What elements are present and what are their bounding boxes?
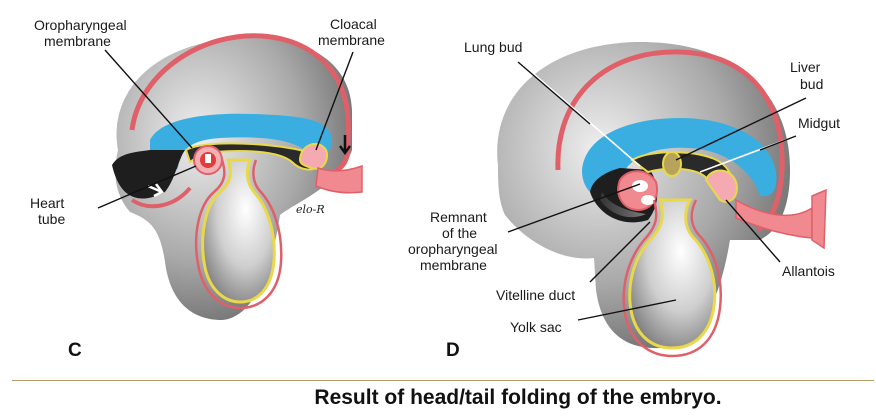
panel-letter-c: C — [68, 340, 82, 361]
label-vitelline-duct: Vitelline duct — [496, 287, 575, 303]
pointer-remnant — [507, 183, 641, 233]
growth-arrow-icon — [338, 135, 352, 156]
panel-c-yolk-sac-wall — [194, 159, 283, 310]
growth-arrow-icon — [147, 183, 164, 198]
panel-d-stalk-tip — [811, 188, 827, 250]
panel-c-amniotic-cavity — [150, 113, 332, 174]
panel-c-yolk-sac — [201, 158, 276, 304]
panel-d-heart — [617, 170, 658, 212]
panel-d-liver-bud — [662, 151, 682, 177]
pointer-cloacal — [315, 51, 354, 151]
label-heart-tube: Heart tube — [30, 195, 68, 227]
panel-c-heart-tube — [193, 145, 223, 175]
panel-d-tail — [704, 169, 738, 203]
panel-c-embryo-dark — [112, 150, 185, 199]
panel-d: Lung bud Liver bud Midgut Remnant of the… — [408, 39, 840, 361]
pointer-yolk-sac — [577, 299, 677, 321]
label-cloacal-membrane: Cloacal membrane — [318, 16, 385, 48]
pointer-allantois — [725, 199, 781, 263]
label-oropharyngeal-membrane: Oropharyngeal membrane — [34, 17, 131, 49]
panel-d-yolk-sac — [628, 198, 717, 350]
pointer-liver-bud — [675, 97, 807, 161]
panel-d-amnion-outline — [555, 49, 785, 232]
label-allantois: Allantois — [782, 263, 835, 279]
pointer-oropharyngeal — [104, 49, 193, 149]
label-liver-bud: Liver bud — [790, 59, 824, 92]
panel-c-amnion-outline — [129, 33, 351, 173]
pointer-lung-bud-black — [517, 61, 591, 125]
label-remnant-oropharyngeal: Remnant of the oropharyngeal membrane — [408, 209, 501, 273]
panel-c-connecting-stalk — [315, 164, 363, 194]
pointer-midgut-black — [759, 135, 797, 151]
panel-c-tail — [298, 142, 328, 170]
label-yolk-sac: Yolk sac — [510, 319, 562, 335]
pointer-lung-bud — [519, 61, 641, 167]
pointer-heart — [97, 165, 197, 209]
panel-d-amniotic-cavity — [582, 118, 777, 197]
caption-divider — [12, 380, 874, 381]
label-midgut: Midgut — [798, 115, 840, 131]
panel-d-head-shading — [600, 192, 646, 218]
artist-signature: elo-R — [296, 203, 325, 216]
figure-caption: Result of head/tail folding of the embry… — [314, 386, 722, 409]
pointer-vitelline-duct — [589, 221, 651, 283]
panel-c: Oropharyngeal membrane Cloacal membrane … — [30, 16, 385, 361]
panel-c-ventral-line — [130, 186, 192, 209]
label-lung-bud: Lung bud — [464, 39, 522, 55]
panel-letter-d: D — [446, 340, 460, 361]
panel-d-yolk-sac-wall — [622, 199, 722, 358]
